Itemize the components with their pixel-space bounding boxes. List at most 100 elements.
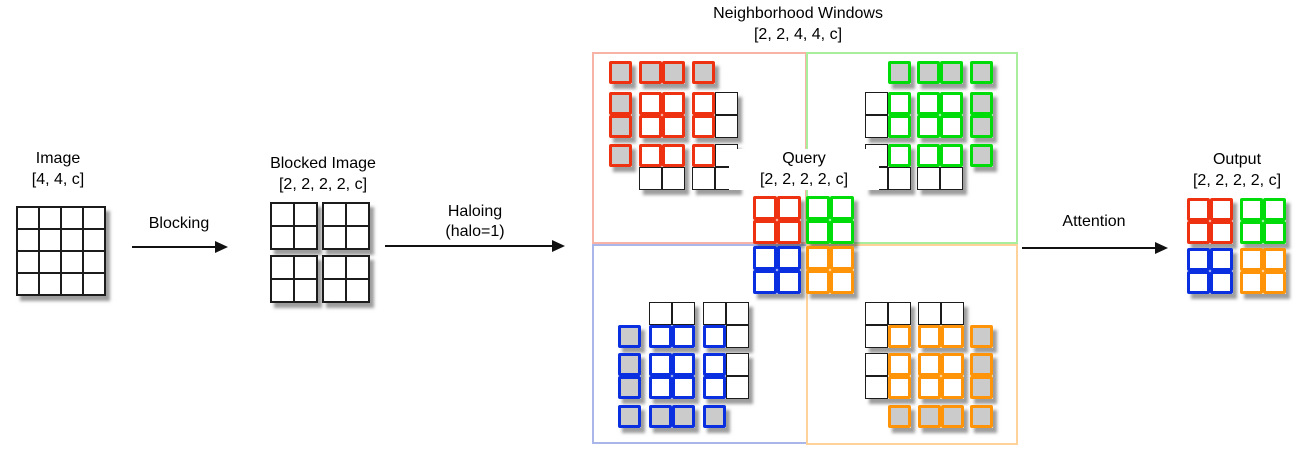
cell-halo: [609, 144, 632, 167]
grid-green-block-below: [917, 144, 963, 190]
cell-pixel: [703, 302, 726, 325]
cell-pixel: [753, 246, 777, 270]
arrow-head-icon: [552, 240, 565, 252]
green-window-box: [806, 52, 1018, 244]
grid-orange-block-own: [918, 353, 964, 399]
output-stage-label: Output [2, 2, 2, 2, c]: [1163, 150, 1304, 191]
cell-pixel: [692, 115, 715, 138]
grid-output-red: [1187, 198, 1233, 244]
image-title: Image: [35, 150, 81, 167]
grid-blocked-tl: [270, 202, 318, 250]
cell-pixel: [1210, 198, 1233, 221]
cell-pixel: [940, 92, 963, 115]
cell-pixel: [1187, 221, 1210, 244]
cell-pixel: [39, 229, 61, 251]
grid-blue-halo-left-1: [618, 325, 641, 348]
cell-pixel: [806, 270, 830, 294]
cell-pixel: [649, 302, 672, 325]
image-shape: [4, 4, c]: [31, 171, 85, 188]
cell-pixel: [323, 203, 346, 226]
cell-pixel: [888, 353, 911, 376]
cell-halo: [692, 61, 715, 84]
cell-pixel: [649, 376, 672, 399]
grid-blocked-br: [322, 255, 370, 303]
cell-pixel: [888, 302, 911, 325]
cell-pixel: [83, 273, 105, 295]
cell-pixel: [777, 220, 801, 244]
cell-pixel: [639, 144, 662, 167]
cell-pixel: [918, 376, 941, 399]
cell-pixel: [692, 144, 715, 167]
cell-pixel: [346, 256, 369, 279]
cell-pixel: [662, 115, 685, 138]
cell-halo: [970, 61, 993, 84]
cell-pixel: [271, 226, 294, 249]
cell-pixel: [830, 220, 854, 244]
cell-pixel: [1210, 248, 1233, 271]
cell-pixel: [83, 229, 105, 251]
cell-pixel: [703, 376, 726, 399]
cell-pixel: [294, 279, 317, 302]
cell-pixel: [941, 325, 964, 348]
cell-pixel: [917, 167, 940, 190]
grid-orange-halo-bottom-2: [918, 405, 964, 428]
cell-halo: [618, 325, 641, 348]
cell-halo: [639, 61, 662, 84]
cell-pixel: [1263, 221, 1286, 244]
cell-pixel: [346, 226, 369, 249]
cell-pixel: [703, 353, 726, 376]
grid-red-block-own: [639, 92, 685, 138]
haloing-label-text: Haloing: [447, 203, 503, 220]
grid-orange-halo-right-1: [970, 325, 993, 348]
cell-pixel: [865, 353, 888, 376]
cell-halo: [941, 405, 964, 428]
blocked-image-title: Blocked Image: [270, 155, 376, 172]
grid-red-halo-left-2: [609, 144, 632, 167]
cell-pixel: [806, 196, 830, 220]
haloing-arrow: [385, 240, 565, 252]
grid-green-block-own: [917, 92, 963, 138]
cell-pixel: [940, 115, 963, 138]
cell-pixel: [662, 144, 685, 167]
grid-image-grid: [16, 206, 106, 296]
cell-pixel: [61, 251, 83, 273]
cell-pixel: [346, 203, 369, 226]
grid-red-halo-left: [609, 92, 632, 138]
cell-pixel: [1187, 248, 1210, 271]
cell-pixel: [271, 256, 294, 279]
cell-pixel: [39, 273, 61, 295]
cell-pixel: [726, 353, 749, 376]
grid-green-halo-top-2: [917, 61, 963, 84]
cell-halo: [970, 325, 993, 348]
cell-pixel: [865, 376, 888, 399]
grid-red-halo-top-2: [639, 61, 685, 84]
grid-orange-block-above: [918, 302, 964, 348]
cell-pixel: [639, 167, 662, 190]
haloing-sublabel-text: (halo=1): [445, 223, 505, 240]
neighborhood-windows-shape: [2, 2, 4, 4, c]: [753, 26, 843, 43]
cell-pixel: [777, 196, 801, 220]
cell-pixel: [672, 325, 695, 348]
cell-pixel: [715, 115, 738, 138]
cell-pixel: [346, 279, 369, 302]
arrow-shaft: [1022, 247, 1157, 249]
cell-pixel: [672, 353, 695, 376]
cell-pixel: [672, 302, 695, 325]
cell-halo: [662, 61, 685, 84]
grid-blue-halo-bottom-2: [649, 405, 695, 428]
cell-pixel: [1210, 271, 1233, 294]
cell-pixel: [865, 115, 888, 138]
cell-pixel: [806, 220, 830, 244]
cell-halo: [970, 144, 993, 167]
cell-pixel: [61, 273, 83, 295]
cell-pixel: [703, 325, 726, 348]
grid-blocked-bl: [270, 255, 318, 303]
cell-pixel: [830, 270, 854, 294]
cell-halo: [940, 61, 963, 84]
haloing-arrow-label: Haloing (halo=1): [405, 202, 545, 242]
cell-pixel: [865, 325, 888, 348]
cell-pixel: [83, 207, 105, 229]
cell-pixel: [1210, 221, 1233, 244]
cell-pixel: [639, 115, 662, 138]
